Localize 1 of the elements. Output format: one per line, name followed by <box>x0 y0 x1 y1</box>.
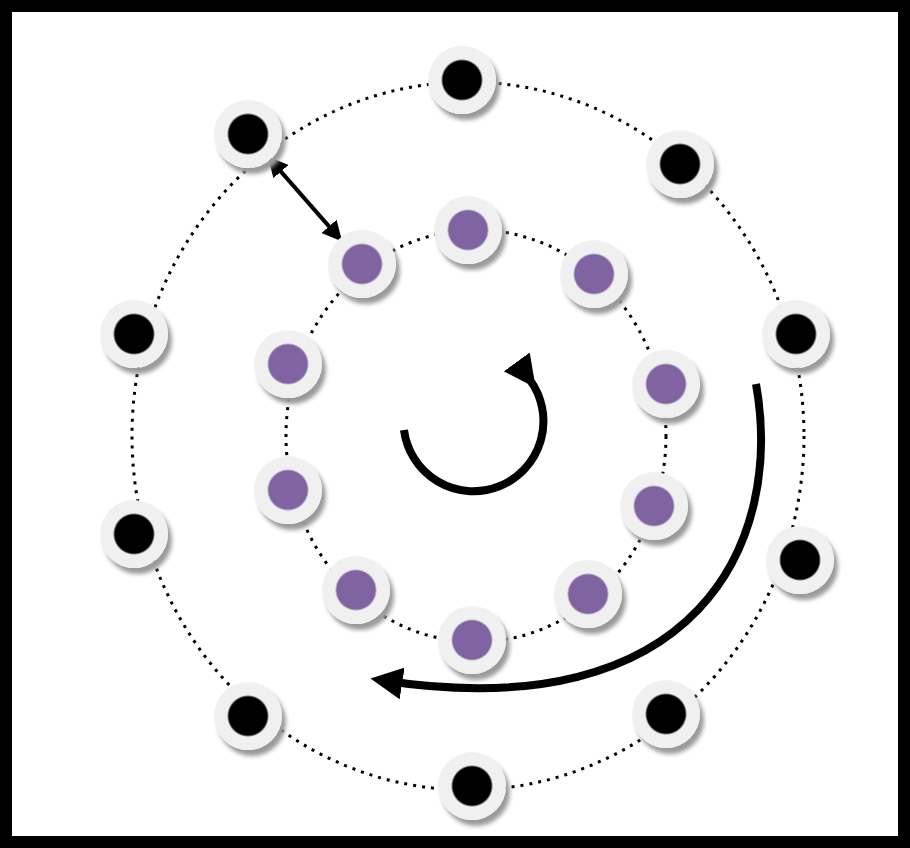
double-arrow <box>267 156 343 242</box>
